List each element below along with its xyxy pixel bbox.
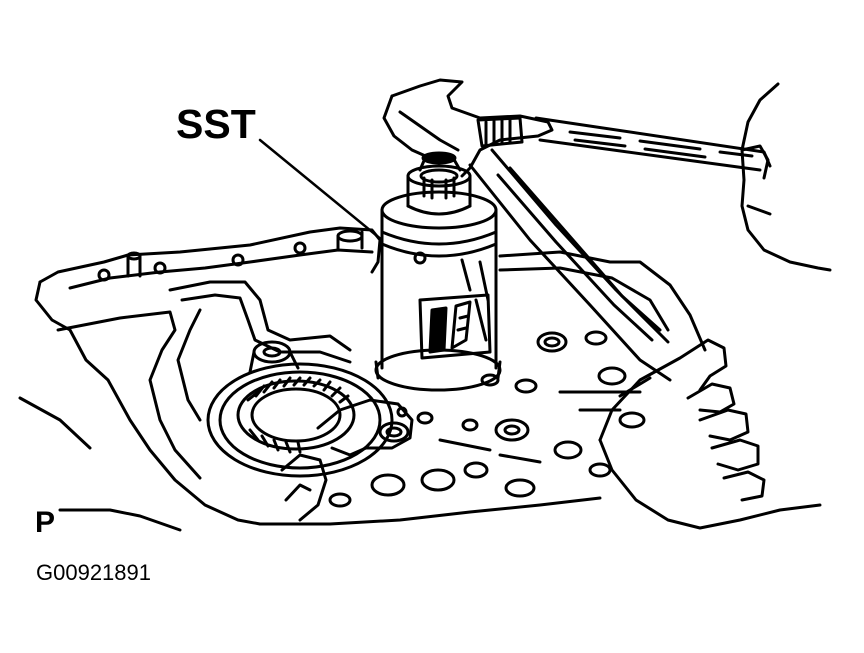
figure-code: G00921891 — [36, 560, 151, 585]
bearing-housing — [206, 340, 414, 522]
callout-leader-line — [258, 138, 384, 242]
lower-hand — [598, 338, 822, 530]
transaxle-case — [34, 226, 707, 526]
sst-callout-label: SST — [176, 101, 256, 147]
adjustable-wrench — [382, 78, 672, 382]
case-edge-lower-left — [18, 396, 182, 532]
extension-bar — [534, 116, 772, 172]
view-label: P — [35, 506, 56, 539]
sst-tool — [374, 151, 502, 392]
upper-hand — [740, 82, 832, 272]
